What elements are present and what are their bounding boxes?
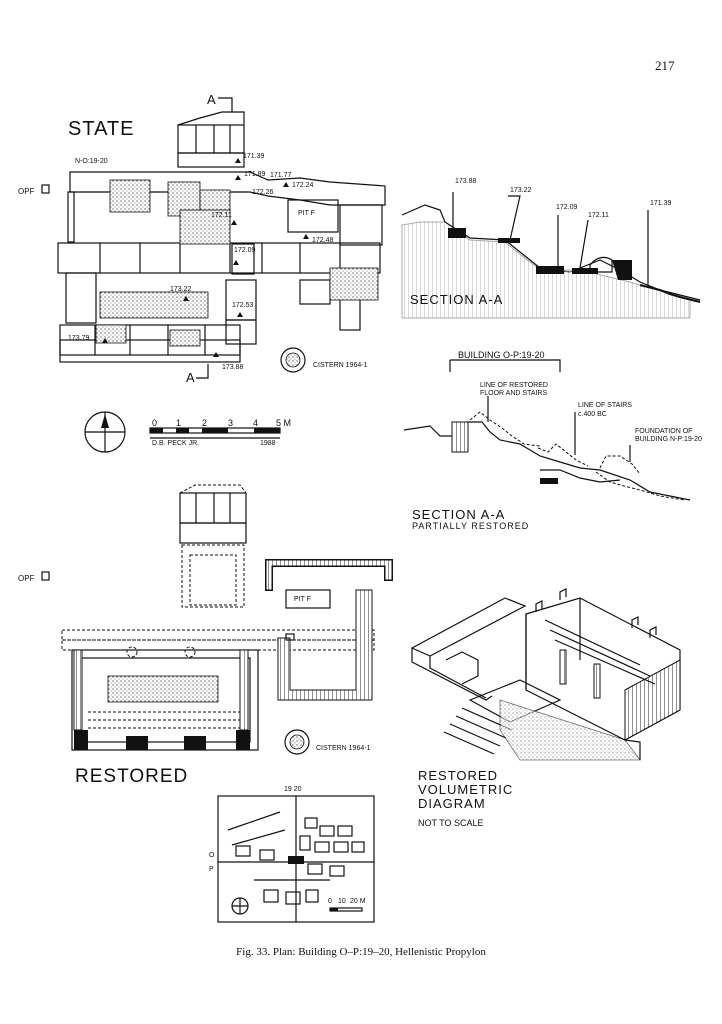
- scale-tick: 2: [202, 418, 208, 428]
- elev-label: 172.11: [211, 212, 232, 219]
- key-scale-tick: 0: [328, 898, 332, 905]
- elev-label: 172.48: [312, 237, 334, 244]
- building-label: BUILDING O-P:19-20: [458, 350, 545, 360]
- grid-label: N-O:19-20: [75, 158, 108, 165]
- scale-tick: 1: [176, 418, 182, 428]
- elev-label: 171.89: [244, 171, 266, 178]
- note-stairs: LINE OF STAIRS: [578, 402, 632, 409]
- scale-tick: 3: [228, 418, 234, 428]
- key-plan-side-label-o: O: [209, 852, 215, 859]
- elev-label: 172.09: [234, 247, 256, 254]
- opf-box-restored: [41, 571, 50, 581]
- elev-label: 171.39: [243, 153, 265, 160]
- note-foundation: FOUNDATION OF: [635, 428, 693, 435]
- state-wall-rows: [57, 171, 386, 363]
- scale-tick: 5 M: [276, 418, 292, 428]
- section-elev-label: 172.11: [588, 212, 609, 219]
- state-north-stones: [177, 111, 245, 168]
- volumetric-note: NOT TO SCALE: [418, 818, 484, 828]
- opf-box-state: [41, 184, 50, 194]
- restored-plan-drawing: [41, 484, 393, 755]
- key-plan-side-label-p: P: [209, 866, 214, 873]
- volumetric-title-1: RESTORED: [418, 768, 498, 783]
- scale-tick: 0: [152, 418, 158, 428]
- key-scale-tick: 10: [338, 898, 346, 905]
- section-aa-title: SECTION A-A: [410, 292, 504, 307]
- pit-label-restored: PIT F: [294, 596, 311, 603]
- section-mark-bottom-line: [196, 364, 209, 379]
- volumetric-title-3: DIAGRAM: [418, 796, 486, 811]
- key-plan-drawing: [217, 795, 375, 923]
- opf-label-restored: OPF: [18, 574, 35, 583]
- page-number: 217: [655, 58, 675, 73]
- elev-label: 172.53: [232, 302, 254, 309]
- elev-label: 173.79: [68, 335, 90, 342]
- restored-title: RESTORED: [75, 766, 189, 787]
- scale-tick: 4: [253, 418, 259, 428]
- elev-label: 173.88: [222, 364, 244, 371]
- elev-label: 172.24: [292, 182, 314, 189]
- author-label: D.B. PECK JR.: [152, 440, 200, 447]
- volumetric-diagram-drawing: [410, 588, 681, 761]
- section-elev-label: 173.22: [510, 187, 532, 194]
- volumetric-title-2: VOLUMETRIC: [418, 782, 514, 797]
- note-floor-2: FLOOR AND STAIRS: [480, 390, 548, 397]
- state-rubble: [95, 179, 379, 347]
- elev-label: 171.77: [270, 172, 292, 179]
- section-elev-label: 171.39: [650, 200, 672, 207]
- year-label: 1988: [260, 440, 276, 447]
- note-foundation-2: BUILDING N-P:19-20: [635, 436, 702, 443]
- state-elevation-markers: [102, 158, 309, 357]
- section-elev-label: 172.09: [556, 204, 578, 211]
- section-aa-restored-title: SECTION A-A: [412, 507, 506, 522]
- section-marker-top: A: [207, 92, 217, 107]
- opf-label-state: OPF: [18, 187, 35, 196]
- pit-label-state: PIT F: [298, 210, 315, 217]
- state-title: STATE: [68, 118, 135, 140]
- elev-label: 172.26: [252, 189, 274, 196]
- state-cistern-drawing: [280, 347, 306, 373]
- section-aa-restored-subtitle: PARTIALLY RESTORED: [412, 521, 530, 531]
- elev-label: 173.22: [170, 286, 192, 293]
- north-arrow-icon: [84, 411, 126, 453]
- note-floor: LINE OF RESTORED: [480, 382, 548, 389]
- state-scale-bar: [149, 427, 281, 439]
- figure-caption: Fig. 33. Plan: Building O–P:19–20, Helle…: [236, 946, 486, 958]
- section-mark-top-line: [218, 97, 233, 112]
- cistern-label-state: CISTERN 1964-1: [313, 362, 368, 369]
- cistern-label-restored: CISTERN 1964-1: [316, 745, 371, 752]
- key-plan-top-label: 19 20: [284, 786, 302, 793]
- section-elev-label: 173.88: [455, 178, 477, 185]
- section-marker-bottom: A: [186, 370, 196, 385]
- state-plan-drawing: [41, 97, 386, 453]
- key-scale-tick: 20 M: [350, 898, 366, 905]
- note-stairs-2: c.400 BC: [578, 411, 607, 418]
- section-aa-drawing: [401, 192, 701, 319]
- section-aa-restored-drawing: [403, 359, 691, 501]
